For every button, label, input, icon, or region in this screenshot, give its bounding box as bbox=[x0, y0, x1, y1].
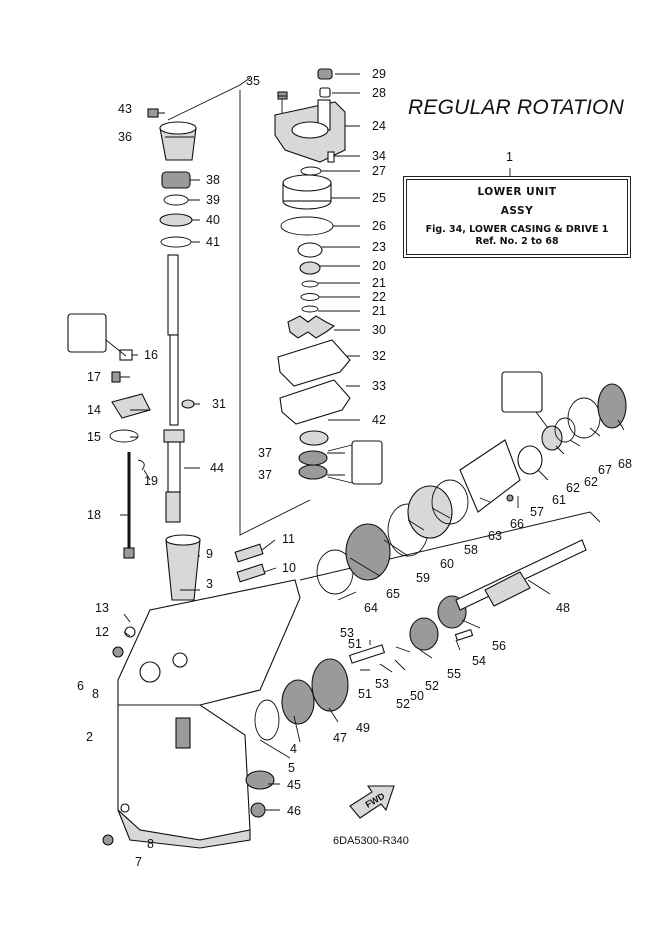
callout: 44 bbox=[210, 461, 224, 475]
callout: 63 bbox=[488, 529, 502, 543]
callout: 45 bbox=[287, 778, 301, 792]
callout: 36 bbox=[118, 130, 132, 144]
callout: 26 bbox=[372, 219, 386, 233]
callout-numbers: 29 28 35 24 34 27 25 26 23 20 21 22 21 3… bbox=[77, 67, 632, 869]
callout: 37 bbox=[258, 446, 272, 460]
callout: 2 bbox=[86, 730, 93, 744]
callout: 25 bbox=[372, 191, 386, 205]
callout: 8 bbox=[92, 687, 99, 701]
callout: 22 bbox=[372, 290, 386, 304]
lower-casing bbox=[102, 579, 301, 849]
callout: 67 bbox=[598, 463, 612, 477]
leader-lines bbox=[120, 73, 625, 811]
callout: 38 bbox=[206, 173, 220, 187]
callout: 15 bbox=[87, 430, 101, 444]
callout: 43 bbox=[118, 102, 132, 116]
callout: 53 bbox=[375, 677, 389, 691]
callout: 50 bbox=[410, 689, 424, 703]
callout: 6 bbox=[77, 679, 84, 693]
assembly-callout: 1 bbox=[506, 150, 513, 164]
callout: 46 bbox=[287, 804, 301, 818]
callout: 66 bbox=[510, 517, 524, 531]
callout: 21 bbox=[372, 304, 386, 318]
callout: 18 bbox=[87, 508, 101, 522]
callout: 47 bbox=[333, 731, 347, 745]
callout: 64 bbox=[364, 601, 378, 615]
callout: 60 bbox=[440, 557, 454, 571]
callout: 59 bbox=[416, 571, 430, 585]
callout: 16 bbox=[144, 348, 158, 362]
callout: 41 bbox=[206, 235, 220, 249]
callout: 7 bbox=[135, 855, 142, 869]
callout: 8 bbox=[147, 837, 154, 851]
callout: 14 bbox=[87, 403, 101, 417]
callout: 54 bbox=[472, 654, 486, 668]
callout: 5 bbox=[288, 761, 295, 775]
callout: 12 bbox=[95, 625, 109, 639]
diagram-code: 6DA5300-R340 bbox=[333, 835, 409, 847]
callout: 10 bbox=[282, 561, 296, 575]
callout: 35 bbox=[246, 74, 260, 88]
callout: 53 bbox=[340, 626, 354, 640]
callout: 61 bbox=[552, 493, 566, 507]
callout: 57 bbox=[530, 505, 544, 519]
callout: 19 bbox=[144, 474, 158, 488]
callout: 17 bbox=[87, 370, 101, 384]
callout: 4 bbox=[290, 742, 297, 756]
callout: 33 bbox=[372, 379, 386, 393]
callout: 23 bbox=[372, 240, 386, 254]
callout: 31 bbox=[212, 397, 226, 411]
callout: 27 bbox=[372, 164, 386, 178]
callout: 11 bbox=[282, 532, 295, 546]
assembly-line-4: Ref. No. 2 to 68 bbox=[475, 236, 559, 247]
callout: 68 bbox=[618, 457, 632, 471]
callout: 56 bbox=[492, 639, 506, 653]
callout: 32 bbox=[372, 349, 386, 363]
assembly-line-3: Fig. 34, LOWER CASING & DRIVE 1 bbox=[425, 224, 609, 235]
assembly-info-box: LOWER UNIT ASSY Fig. 34, LOWER CASING & … bbox=[403, 176, 631, 258]
callout: 62 bbox=[566, 481, 580, 495]
callout: 29 bbox=[372, 67, 386, 81]
callout: 55 bbox=[447, 667, 461, 681]
callout: 24 bbox=[372, 119, 386, 133]
callout: 40 bbox=[206, 213, 220, 227]
drive-shaft-stack bbox=[67, 108, 197, 559]
water-pump-stack bbox=[274, 68, 383, 485]
callout: 9 bbox=[206, 547, 213, 561]
callout: 30 bbox=[372, 323, 386, 337]
callout: 37 bbox=[258, 468, 272, 482]
callout: 52 bbox=[396, 697, 410, 711]
callout: 65 bbox=[386, 587, 400, 601]
callout: 34 bbox=[372, 149, 386, 163]
callout: 13 bbox=[95, 601, 109, 615]
callout: 51 bbox=[348, 637, 362, 651]
callout: 52 bbox=[425, 679, 439, 693]
callout: 58 bbox=[464, 543, 478, 557]
callout: 42 bbox=[372, 413, 386, 427]
callout: 62 bbox=[584, 475, 598, 489]
callout: 21 bbox=[372, 276, 386, 290]
callout: 39 bbox=[206, 193, 220, 207]
callout: 20 bbox=[372, 259, 386, 273]
gear-assembly: FWD bbox=[245, 371, 627, 819]
callout: 28 bbox=[372, 86, 386, 100]
callout: 51 bbox=[358, 687, 372, 701]
diagram-title: REGULAR ROTATION bbox=[408, 96, 624, 119]
assembly-line-1: LOWER UNIT bbox=[477, 186, 557, 198]
callout: 48 bbox=[556, 601, 570, 615]
callout: 49 bbox=[356, 721, 370, 735]
assembly-line-2: ASSY bbox=[500, 205, 534, 217]
callout: 3 bbox=[206, 577, 213, 591]
